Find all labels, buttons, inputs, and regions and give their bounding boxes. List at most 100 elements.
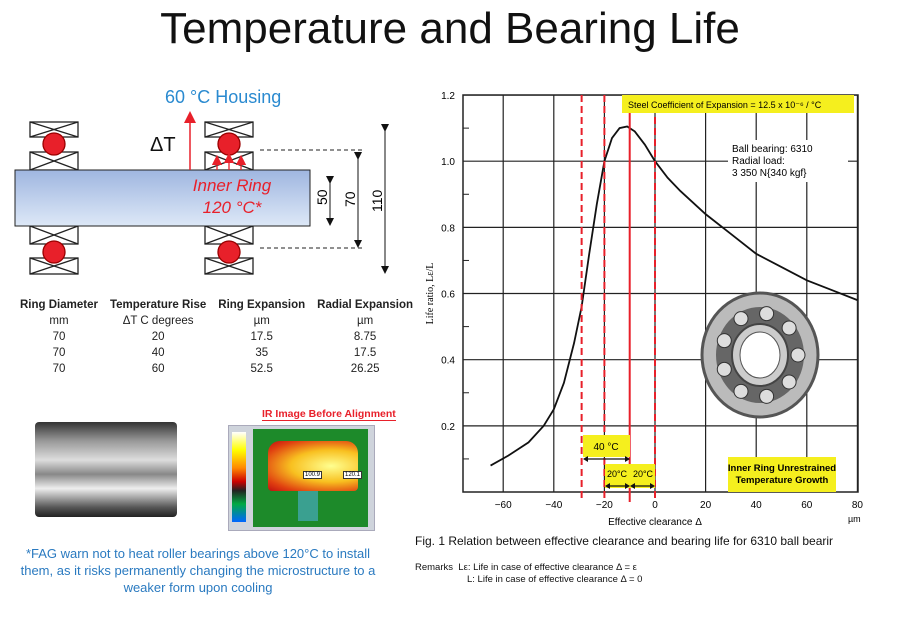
slide-title: Temperature and Bearing Life: [160, 4, 740, 53]
y-tick-label: 0.2: [441, 422, 455, 433]
bearing-info-line: Radial load:: [732, 156, 785, 167]
table-units-row: mm ΔT C degrees µm µm: [14, 313, 419, 329]
x-axis-unit: µm: [848, 514, 861, 524]
bearing-info-bg: [728, 140, 848, 182]
ir-marker-1: 100.9: [303, 471, 323, 479]
cell: 52.5: [250, 363, 273, 375]
x-tick-label: 0: [652, 500, 658, 511]
unit-cell: µm: [356, 315, 374, 327]
bearing-ball: [42, 132, 66, 156]
bearing-info-line: 3 350 N{340 kgf}: [732, 168, 807, 179]
growth-line2: Temperature Growth: [736, 475, 829, 486]
span-arrowheads: [630, 483, 655, 489]
bearing-photo-ball: [733, 383, 749, 399]
span-20-box: [605, 464, 655, 488]
delta-t-label: ΔT: [150, 134, 176, 156]
table-row: 70 20 17.5 8.75: [14, 329, 419, 345]
cell: 20: [151, 331, 165, 343]
cell: 8.75: [353, 331, 377, 343]
remarks-label: Remarks: [415, 562, 454, 573]
inner-ring-line1: Inner Ring: [192, 176, 272, 195]
span-40-box: [583, 435, 630, 457]
dim-110-label: 110: [369, 189, 385, 212]
dim-50-label: 50: [314, 189, 330, 205]
coef-label: Steel Coefficient of Expansion = 12.5 x …: [628, 100, 822, 110]
y-tick-label: 0.6: [441, 290, 455, 301]
bearing-photo-ball: [716, 361, 732, 377]
table-header-row: Ring Diameter Temperature Rise Ring Expa…: [14, 297, 419, 313]
cell: 17.5: [353, 347, 377, 359]
col-header: Ring Diameter: [20, 299, 98, 311]
y-tick-label: 0.8: [441, 223, 455, 234]
ir-hot-region: [268, 441, 358, 491]
inner-ring-line2: 120 °C*: [202, 198, 262, 217]
x-tick-label: 40: [751, 500, 763, 511]
bearing-ball: [42, 240, 66, 264]
span-40-label: 40 °C: [593, 442, 618, 453]
fag-warning-note: *FAG warn not to heat roller bearings ab…: [20, 546, 376, 595]
expansion-table: Ring Diameter Temperature Rise Ring Expa…: [14, 297, 419, 377]
ir-image-title: IR Image Before Alignment: [262, 408, 396, 421]
remarks-line2: L: Life in case of effective clearance Δ…: [467, 574, 643, 585]
bearing-photo-ball: [781, 374, 797, 390]
span-20b-label: 20°C: [633, 469, 654, 479]
inner-ring-label: Inner Ring 120 °C*: [172, 175, 292, 219]
cell: 26.25: [350, 363, 380, 375]
col-header: Radial Expansion: [317, 299, 414, 311]
bearing-photo: [35, 422, 177, 517]
figure-caption: Fig. 1 Relation between effective cleara…: [415, 534, 834, 548]
shaft: [14, 169, 311, 227]
remarks: Remarks Lε: Life in case of effective cl…: [415, 562, 642, 586]
bearing-photo-ball: [733, 311, 749, 327]
span-20a-label: 20°C: [607, 469, 628, 479]
bearing-diagram: 50 70 110: [14, 111, 389, 275]
unit-cell: ΔT C degrees: [122, 315, 194, 327]
y-tick-label: 1.2: [441, 91, 455, 102]
ir-shaft: [298, 491, 318, 521]
bearing-photo-ball: [759, 388, 775, 404]
bearing-info-line: Ball bearing: 6310: [732, 144, 813, 155]
bearing-photo-ball: [781, 320, 797, 336]
bearing-photo-ball: [716, 333, 732, 349]
unit-cell: mm: [49, 315, 69, 327]
span-arrowheads: [583, 456, 630, 462]
y-axis-label: Life ratio, Lε/L: [425, 263, 436, 325]
bearing-ball: [217, 240, 241, 264]
cell: 17.5: [250, 331, 273, 343]
x-tick-label: −20: [596, 500, 613, 511]
housing-temp-label: 60 °C Housing: [165, 87, 282, 107]
x-tick-label: −60: [495, 500, 512, 511]
ir-image: 100.9 120.1: [228, 425, 375, 531]
ir-scene: 100.9 120.1: [253, 429, 368, 527]
heat-arrows-small: [211, 152, 247, 170]
cell: 70: [52, 363, 66, 375]
cell: 70: [52, 331, 66, 343]
x-axis-label: Effective clearance Δ: [608, 517, 702, 528]
cell: 60: [151, 363, 165, 375]
cell: 70: [52, 347, 66, 359]
x-tick-label: 60: [801, 500, 813, 511]
col-header: Ring Expansion: [218, 299, 306, 311]
x-tick-label: 20: [700, 500, 712, 511]
span-arrowheads: [605, 483, 630, 489]
coef-box: [622, 95, 854, 113]
growth-line1: Inner Ring Unrestrained: [728, 463, 836, 474]
table-row: 70 60 52.5 26.25: [14, 361, 419, 377]
y-tick-label: 1.0: [441, 157, 455, 168]
remarks-line1: Lε: Life in case of effective clearance …: [458, 562, 637, 573]
x-tick-label: −40: [545, 500, 562, 511]
growth-box: [728, 457, 836, 492]
life-curve: [490, 125, 858, 467]
cell: 35: [255, 347, 269, 359]
ir-color-scale: [232, 432, 246, 522]
ir-marker-2: 120.1: [343, 471, 363, 479]
unit-cell: µm: [253, 315, 270, 327]
y-tick-label: 0.4: [441, 356, 455, 367]
dim-70-label: 70: [342, 191, 358, 207]
x-tick-label: 80: [852, 500, 864, 511]
bearing-photo-ball: [790, 347, 806, 363]
col-header: Temperature Rise: [109, 299, 207, 311]
